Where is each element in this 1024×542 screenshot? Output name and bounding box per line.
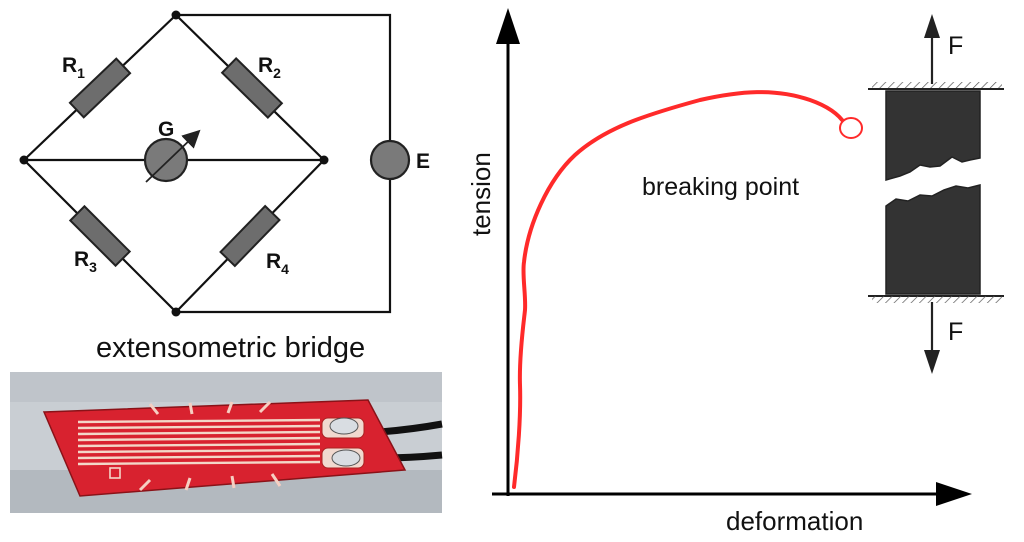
breaking-point-marker <box>839 117 863 139</box>
galvanometer <box>143 129 201 183</box>
voltage-source <box>369 139 411 181</box>
gauge-backing-film <box>42 399 407 497</box>
x-axis-arrow-icon <box>936 482 972 506</box>
force-arrow-top-icon <box>924 14 940 38</box>
node-left <box>19 155 29 165</box>
top-grip-hatch <box>872 82 1002 89</box>
gauge-grid <box>77 418 321 466</box>
y-axis-label: tension <box>466 152 496 236</box>
bridge-caption: extensometric bridge <box>96 332 365 364</box>
wheatstone-bridge: R1 R2 R3 R4 G E extensometric bridge <box>19 10 430 364</box>
label-source: E <box>416 150 430 173</box>
node-right <box>319 155 329 165</box>
resistor-r1 <box>68 57 132 119</box>
resistor-r2 <box>220 57 284 119</box>
alignment-marks <box>138 400 282 492</box>
stress-strain-curve <box>512 90 847 489</box>
stress-strain-graph: tension deformation breaking point <box>466 8 972 536</box>
gauge-logo-mark <box>109 467 121 479</box>
galvanometer-needle-icon <box>145 129 201 183</box>
node-top <box>171 10 181 20</box>
resistor-r4 <box>219 204 281 268</box>
lead-wire-top <box>379 420 443 436</box>
force-label-bottom: F <box>948 318 963 346</box>
strain-gauge-photo <box>10 372 443 513</box>
label-r2: R2 <box>258 54 281 81</box>
upper-fragment <box>885 90 981 181</box>
y-axis-arrow-icon <box>496 8 520 44</box>
lower-fragment <box>885 184 981 295</box>
tensile-specimen: F F <box>868 14 1004 374</box>
force-label-top: F <box>948 32 963 60</box>
force-arrow-bottom-icon <box>924 350 940 374</box>
label-r4: R4 <box>266 250 289 277</box>
bottom-grip-hatch <box>872 296 1002 303</box>
breaking-point-label: breaking point <box>642 173 799 201</box>
x-axis-label: deformation <box>726 506 863 536</box>
solder-blob-top <box>329 417 359 435</box>
label-r3: R3 <box>74 248 97 275</box>
label-r1: R1 <box>62 54 85 81</box>
node-bottom <box>171 307 181 317</box>
resistor-r3 <box>68 204 132 268</box>
label-galvanometer: G <box>158 118 174 141</box>
solder-blob-bottom <box>331 449 361 467</box>
